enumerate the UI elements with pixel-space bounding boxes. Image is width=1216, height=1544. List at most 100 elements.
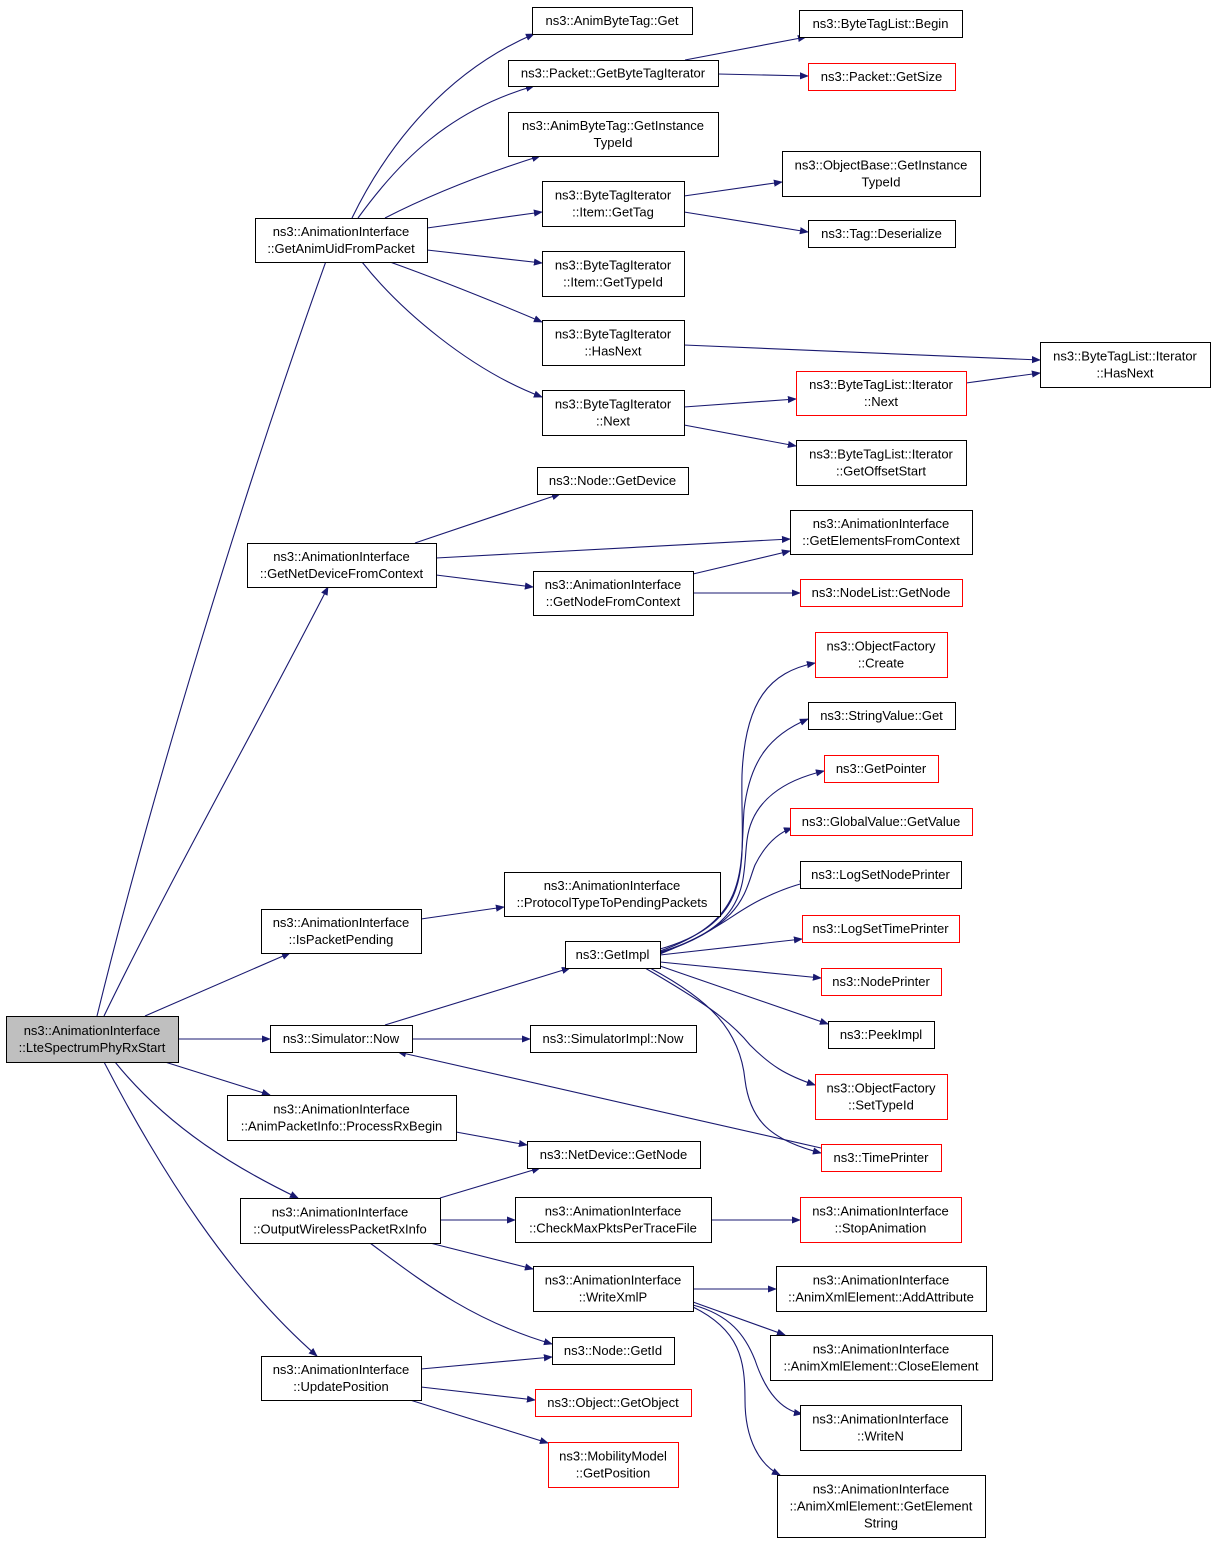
node-btlBegin[interactable]: ns3::ByteTagList::Begin [799,10,963,38]
node-writeXmlP[interactable]: ns3::AnimationInterface::WriteXmlP [533,1266,694,1312]
node-closeElement[interactable]: ns3::AnimationInterface::AnimXmlElement:… [770,1335,993,1381]
node-getPointer[interactable]: ns3::GetPointer [824,755,939,783]
node-root[interactable]: ns3::AnimationInterface::LteSpectrumPhyR… [6,1016,179,1063]
node-packetGetSize[interactable]: ns3::Packet::GetSize [808,63,956,91]
node-box [261,1356,422,1401]
node-timePrinter[interactable]: ns3::TimePrinter [821,1144,942,1172]
node-btiItemGetTag[interactable]: ns3::ByteTagIterator::Item::GetTag [542,181,685,227]
edge-writeXmlP-to-writeN [692,1304,803,1417]
node-objectGetObject[interactable]: ns3::Object::GetObject [535,1389,692,1417]
node-box [821,1144,942,1172]
node-box [790,510,973,555]
node-logSetTimePrinter[interactable]: ns3::LogSetTimePrinter [802,915,960,943]
node-box [548,1442,679,1488]
node-objFactorySetTypeId[interactable]: ns3::ObjectFactory::SetTypeId [815,1074,948,1120]
node-label: ::GetNetDeviceFromContext [260,566,424,581]
node-outputWireless[interactable]: ns3::AnimationInterface::OutputWirelessP… [240,1198,441,1244]
edge-root-to-getNetDevice [103,586,329,1017]
node-getElementsFromCtx[interactable]: ns3::AnimationInterface::GetElementsFrom… [790,510,973,555]
node-label: ns3::PeekImpl [840,1027,922,1042]
node-label: ns3::GetPointer [836,761,927,776]
node-globalValueGetValue[interactable]: ns3::GlobalValue::GetValue [790,808,973,836]
node-stopAnimation[interactable]: ns3::AnimationInterface::StopAnimation [800,1197,962,1243]
node-tagDeserialize[interactable]: ns3::Tag::Deserialize [808,220,956,248]
node-protoTypeToPending[interactable]: ns3::AnimationInterface::ProtocolTypeToP… [504,872,721,917]
node-box [527,1141,701,1169]
node-getNetDevice[interactable]: ns3::AnimationInterface::GetNetDeviceFro… [247,543,437,588]
node-nodeGetDevice[interactable]: ns3::Node::GetDevice [537,467,689,495]
node-nodePrinter[interactable]: ns3::NodePrinter [821,968,942,996]
node-nodeGetId[interactable]: ns3::Node::GetId [552,1337,675,1365]
node-btiNext[interactable]: ns3::ByteTagIterator::Next [542,390,685,436]
edge-getAnimUid-to-btiHasNext [389,261,543,323]
node-label: ns3::ByteTagList::Begin [813,16,949,31]
edge-getImpl-to-objFactorySetTypeId [644,967,816,1086]
node-btiHasNext[interactable]: ns3::ByteTagIterator::HasNext [542,320,685,366]
node-label: ::CheckMaxPktsPerTraceFile [529,1221,697,1236]
edge-getNodeFromCtx-to-getElementsFromCtx [692,549,791,575]
edge-getAnimUid-to-packetGetBTI [357,84,535,219]
node-btlIterGetOffset[interactable]: ns3::ByteTagList::Iterator::GetOffsetSta… [796,440,967,486]
node-label: ::HasNext [584,344,641,359]
node-box [508,60,719,87]
node-label: ns3::Packet::GetSize [821,69,942,84]
edge-root-to-updatePosition [103,1061,318,1357]
node-checkMaxPkts[interactable]: ns3::AnimationInterface::CheckMaxPktsPer… [515,1197,712,1243]
node-box [821,968,942,996]
node-stringValueGet[interactable]: ns3::StringValue::Get [808,702,956,730]
node-getNodeFromCtx[interactable]: ns3::AnimationInterface::GetNodeFromCont… [533,571,694,616]
edge-getImpl-to-objFactoryCreate [659,661,816,950]
node-peekImpl[interactable]: ns3::PeekImpl [828,1021,935,1049]
node-box [533,1266,694,1312]
edge-btlIterNext-to-btlIterHasNext [965,370,1041,384]
node-animByteTagGet[interactable]: ns3::AnimByteTag::Get [532,7,693,35]
node-isPacketPending[interactable]: ns3::AnimationInterface::IsPacketPending [261,909,422,954]
edge-writeXmlP-to-closeElement [692,1301,786,1336]
node-label: ns3::AnimationInterface [273,915,410,930]
node-label: ::ProtocolTypeToPendingPackets [517,895,708,910]
node-label: ::AnimXmlElement::AddAttribute [788,1290,974,1305]
node-getElementString[interactable]: ns3::AnimationInterface::AnimXmlElement:… [777,1475,986,1538]
node-box [777,1475,986,1538]
edge-updatePosition-to-mobilityGetPosition [409,1399,549,1445]
edge-getImpl-to-logSetTimePrinter [659,936,803,956]
edge-getAnimUid-to-btiNext [361,261,543,398]
node-box [533,571,694,616]
node-label: ns3::ObjectFactory [826,639,936,654]
node-simNow[interactable]: ns3::Simulator::Now [270,1025,413,1053]
edge-getImpl-to-stringValueGet [659,718,809,952]
node-btiItemGetTypeId[interactable]: ns3::ByteTagIterator::Item::GetTypeId [542,251,685,297]
node-label: ns3::NodeList::GetNode [812,585,951,600]
node-label: ::HasNext [1096,366,1153,381]
edge-root-to-processRxBegin [164,1061,271,1097]
edge-isPacketPending-to-protoTypeToPending [420,904,505,920]
node-netDeviceGetNode[interactable]: ns3::NetDevice::GetNode [527,1141,701,1169]
node-label: ::GetOffsetStart [836,464,926,479]
node-updatePosition[interactable]: ns3::AnimationInterface::UpdatePosition [261,1356,422,1401]
node-writeN[interactable]: ns3::AnimationInterface::WriteN [800,1405,962,1451]
node-box [261,909,422,954]
node-box [6,1016,179,1063]
node-box [828,1021,935,1049]
node-getAnimUid[interactable]: ns3::AnimationInterface::GetAnimUidFromP… [255,218,428,263]
node-label: ::Item::GetTag [572,205,654,220]
node-label: ns3::AnimationInterface [813,1342,950,1357]
node-packetGetBTI[interactable]: ns3::Packet::GetByteTagIterator [508,60,719,87]
node-simImplNow[interactable]: ns3::SimulatorImpl::Now [530,1025,697,1053]
node-label: ns3::AnimByteTag::Get [546,13,679,28]
node-logSetNodePrinter[interactable]: ns3::LogSetNodePrinter [800,861,962,889]
node-getImpl[interactable]: ns3::GetImpl [565,941,661,969]
node-processRxBegin[interactable]: ns3::AnimationInterface::AnimPacketInfo:… [227,1095,457,1141]
node-nodeListGetNode[interactable]: ns3::NodeList::GetNode [800,579,963,607]
node-btlIterNext[interactable]: ns3::ByteTagList::Iterator::Next [796,371,967,416]
node-btlIterHasNext[interactable]: ns3::ByteTagList::Iterator::HasNext [1040,342,1211,388]
node-addAttribute[interactable]: ns3::AnimationInterface::AnimXmlElement:… [776,1266,987,1312]
node-mobilityGetPosition[interactable]: ns3::MobilityModel::GetPosition [548,1442,679,1488]
edge-outputWireless-to-netDeviceGetNode [439,1166,541,1199]
node-label: ns3::AnimationInterface [813,1273,950,1288]
node-objFactoryCreate[interactable]: ns3::ObjectFactory::Create [815,632,948,678]
node-label: ns3::Packet::GetByteTagIterator [521,66,706,81]
